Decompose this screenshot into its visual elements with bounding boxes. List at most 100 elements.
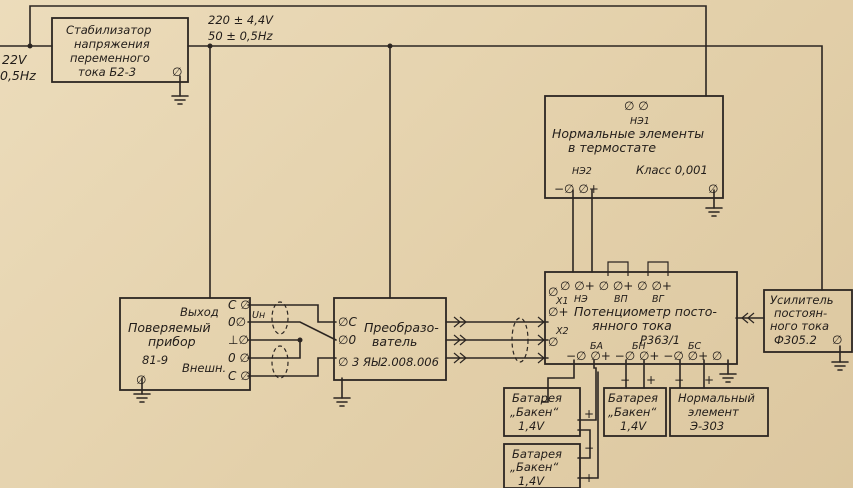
stab-gnd-term: ∅ xyxy=(172,65,182,79)
batt2-volt: 1,4V xyxy=(518,474,545,488)
nc-title2: в термостате xyxy=(568,140,656,155)
instr-gnd-term: ∅ xyxy=(136,373,146,387)
zero-wire xyxy=(247,321,337,341)
connector-chevrons xyxy=(453,312,755,364)
amp-line3: ного тока xyxy=(770,319,829,333)
pot-top-terms: ∅ ∅+ ∅ ∅+ ∅ ∅+ xyxy=(560,279,672,293)
input-freq: 0,5Hz xyxy=(0,68,36,83)
ne-line2: элемент xyxy=(688,405,739,419)
pot-sub-vp: ВП xyxy=(614,294,628,305)
top-bus xyxy=(29,5,707,97)
conv-code: 3 ЯЫ2.008.006 xyxy=(352,355,439,369)
batt1-plus: + xyxy=(584,407,594,421)
batt2-minus: − xyxy=(584,441,594,455)
conv-name2: ватель xyxy=(372,334,417,349)
amp-line4: Ф305.2 xyxy=(774,333,817,347)
instr-name2: прибор xyxy=(148,334,196,349)
pot-sub-bn: БН xyxy=(632,341,646,352)
ba-minus-wire xyxy=(541,359,575,403)
battery2-box xyxy=(503,443,581,488)
batt3-volt: 1,4V xyxy=(620,419,647,433)
supply-voltage: 220 ± 4,4V xyxy=(208,13,274,27)
batt1-line2: „Бакен“ xyxy=(510,405,558,419)
supply-freq: 50 ± 0,5Hz xyxy=(208,29,274,43)
amp-line2: постоян- xyxy=(774,306,827,320)
pot-left-3: ∅ xyxy=(548,335,558,349)
ba-return-wire xyxy=(577,371,599,479)
instr-model: 81-9 xyxy=(142,353,168,367)
pot-name1: Потенциометр посто- xyxy=(574,304,717,319)
battery1-box xyxy=(503,387,581,437)
pot-ground xyxy=(719,373,737,383)
batt3-line1: Батарея xyxy=(608,391,658,405)
nc-terms: −∅ ∅+ xyxy=(554,182,599,196)
pot-bottom-terms: −∅ ∅+ −∅ ∅+ −∅ ∅+ ∅ xyxy=(566,349,722,363)
stab-line1: Стабилизатор xyxy=(66,23,151,37)
input-voltage: 22V xyxy=(2,52,28,67)
nc-class: Класс 0,001 xyxy=(636,163,708,177)
conv-pin-3: ∅ xyxy=(338,355,348,369)
instr-pin-0-2: 0 ∅ xyxy=(228,351,250,365)
nc-ground xyxy=(705,207,723,217)
battery3-box xyxy=(603,387,667,437)
ne-line1: Нормальный xyxy=(678,391,755,405)
batt3-minus: − xyxy=(620,373,630,387)
stab-line3: переменного xyxy=(70,51,150,65)
instr-pin-c1: C ∅ xyxy=(228,298,251,312)
batt2-plus: + xyxy=(584,471,594,485)
stab-line4: тока Б2-3 xyxy=(78,65,136,79)
nc-ne1: НЭ1 xyxy=(630,116,650,127)
conv-name1: Преобразо- xyxy=(364,320,439,335)
batt3-plus: + xyxy=(646,373,656,387)
vg-jumper xyxy=(647,261,669,276)
pot-left-1: ∅ xyxy=(548,285,558,299)
instr-out: Выход xyxy=(180,305,219,319)
c-wire-top xyxy=(247,304,337,323)
pot-sub-ba: БА xyxy=(590,341,603,352)
nc-title1: Нормальные элементы xyxy=(552,126,704,141)
ne-line3: Э-303 xyxy=(689,419,724,433)
instr-pin-0-1: 0∅ xyxy=(228,315,246,329)
supply-bus xyxy=(187,45,823,291)
ext-c-wire xyxy=(247,357,337,377)
amp-ground xyxy=(831,361,849,371)
ne-plus: + xyxy=(704,373,714,387)
potentiometer-box xyxy=(544,271,738,365)
pot-sub-x1: Х1 xyxy=(555,296,569,307)
instr-ext: Внешн. xyxy=(182,361,226,375)
ba-plus-wire xyxy=(577,359,597,421)
nc-gnd-term: ∅ xyxy=(708,182,718,196)
vp-jumper xyxy=(607,261,629,276)
batt2-line2: „Бакен“ xyxy=(510,460,558,474)
batt-series-wire xyxy=(577,429,591,459)
pot-sub-vg: ВГ xyxy=(652,294,665,305)
pot-model: Р363/1 xyxy=(640,333,680,347)
instr-ground xyxy=(133,393,151,403)
batt2-line1: Батарея xyxy=(512,447,562,461)
nc-ne2: НЭ2 xyxy=(572,166,592,177)
shielded-cables xyxy=(271,301,529,379)
instr-pin-c2: C ∅ xyxy=(228,369,251,383)
wires xyxy=(0,5,849,479)
amp-gnd-term: ∅ xyxy=(832,333,842,347)
batt3-line2: „Бакен“ xyxy=(608,405,656,419)
normal-element-box xyxy=(669,387,769,437)
pot-sub-ne: НЭ xyxy=(574,294,588,305)
conv-ground xyxy=(333,397,351,407)
conv-pin-c: ∅С xyxy=(338,315,357,329)
instr-name1: Поверяемый xyxy=(128,320,211,335)
stab-ground xyxy=(171,95,189,105)
amp-line1: Усилитель xyxy=(770,293,834,307)
amplifier-box xyxy=(763,289,853,353)
ext-zero-wire xyxy=(247,339,301,359)
batt1-volt: 1,4V xyxy=(518,419,545,433)
instr-pin-gnd: ⊥∅ xyxy=(228,333,249,347)
conv-pin-0: ∅0 xyxy=(338,333,356,347)
ne-minus: − xyxy=(674,373,684,387)
converter-box xyxy=(333,297,447,381)
stabilizer-box xyxy=(51,17,189,83)
stab-line2: напряжения xyxy=(74,37,150,51)
pot-sub-bs: БС xyxy=(688,341,702,352)
